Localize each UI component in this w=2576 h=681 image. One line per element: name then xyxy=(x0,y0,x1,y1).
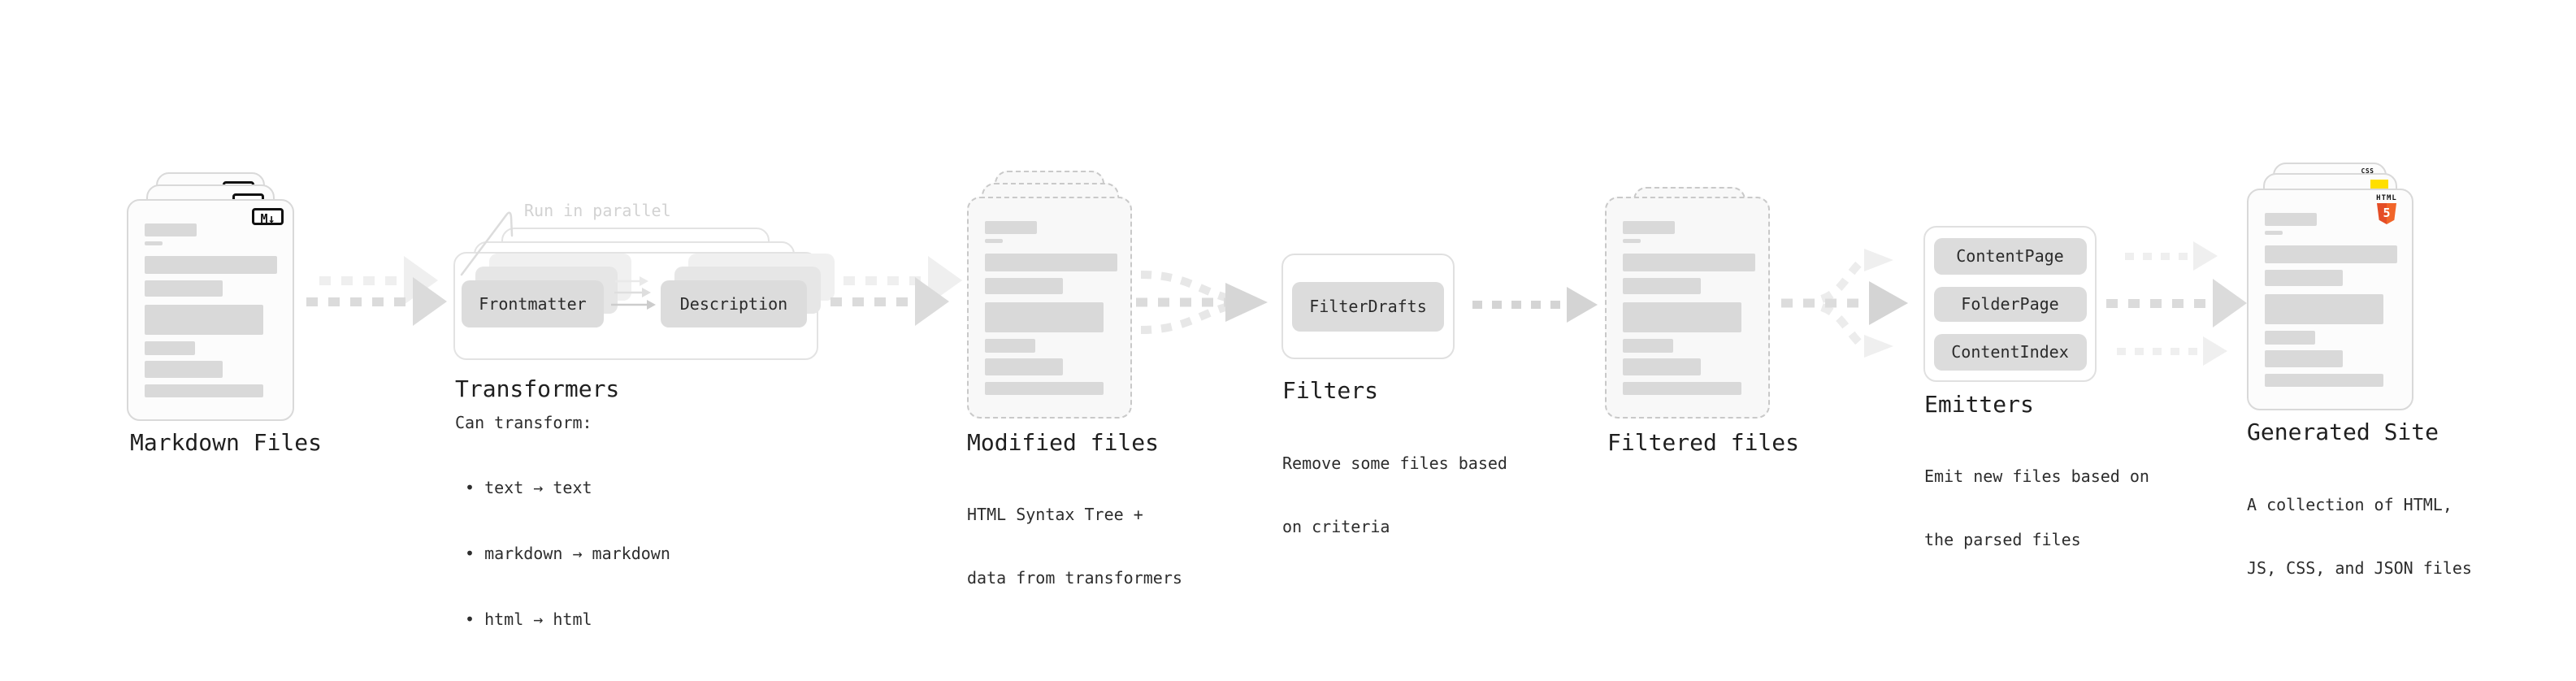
flow-arrow-filtered-to-emitters xyxy=(1781,249,1908,358)
file-card-front xyxy=(967,197,1132,419)
run-in-parallel-label: Run in parallel xyxy=(524,201,671,220)
flow-arrow-modified-to-filters xyxy=(1136,271,1268,334)
desc-line: on criteria xyxy=(1282,517,1390,536)
transformers-subtitle: Can transform: xyxy=(455,413,592,432)
stage-modified-files xyxy=(967,171,1134,419)
dashed-arrow-bottom xyxy=(2117,336,2227,366)
bullet-item: • html → html xyxy=(465,609,592,629)
js-icon xyxy=(2370,180,2388,190)
stage-title-markdown-files: Markdown Files xyxy=(130,429,323,456)
frontmatter-box: Frontmatter xyxy=(462,280,604,327)
desc-line: HTML Syntax Tree + xyxy=(967,505,1143,524)
file-card-front: HTML 5 xyxy=(2247,189,2413,410)
markdown-badge-icon: M↓ xyxy=(252,208,284,226)
folder-page-box: FolderPage xyxy=(1933,286,2087,322)
dashed-arrow-top xyxy=(2125,241,2218,271)
filter-drafts-box: FilterDrafts xyxy=(1292,281,1444,332)
stage-title-modified-files: Modified files xyxy=(967,429,1160,456)
html5-wordmark: HTML xyxy=(2376,194,2397,202)
description-box: Description xyxy=(661,280,807,327)
file-card-front: M↓ xyxy=(127,199,294,421)
stage-generated-site: CSS HTML 5 xyxy=(2247,163,2414,410)
filters-desc: Remove some files based on criteria xyxy=(1282,410,1507,558)
placeholder-text-lines xyxy=(1623,221,1755,395)
placeholder-text-lines xyxy=(145,223,277,397)
dashed-arrow-middle xyxy=(2106,279,2247,327)
css-wordmark: CSS xyxy=(2361,167,2374,175)
parallel-stream-arrow xyxy=(614,288,651,297)
stage-filtered-files xyxy=(1605,187,1772,419)
stage-title-filtered-files: Filtered files xyxy=(1607,429,1800,456)
transformers-bullets: • text → text • markdown → markdown • ht… xyxy=(465,433,670,653)
desc-line: Remove some files based xyxy=(1282,453,1507,473)
leader-line xyxy=(460,211,514,276)
desc-line: Emit new files based on xyxy=(1924,466,2149,486)
desc-line: A collection of HTML, xyxy=(2247,495,2452,514)
stage-title-generated-site: Generated Site xyxy=(2247,419,2439,445)
parallel-stream-arrow xyxy=(615,276,648,286)
parallel-stream-arrow xyxy=(611,300,656,310)
modified-files-desc: HTML Syntax Tree + data from transformer… xyxy=(967,462,1182,609)
content-page-box: ContentPage xyxy=(1933,237,2087,275)
file-card-front xyxy=(1605,197,1770,419)
filters-panel: FilterDrafts xyxy=(1281,254,1455,359)
stage-title-transformers: Transformers xyxy=(455,375,620,402)
dashed-arrow xyxy=(830,277,949,326)
placeholder-text-lines xyxy=(2265,213,2397,387)
dashed-arrow xyxy=(306,277,447,326)
emitters-panel: ContentPage FolderPage ContentIndex xyxy=(1923,226,2097,382)
bullet-item: • markdown → markdown xyxy=(465,544,670,563)
generated-site-desc: A collection of HTML, JS, CSS, and JSON … xyxy=(2247,452,2472,600)
stage-markdown-files: M↓ M↓ M↓ xyxy=(127,172,297,421)
stage-title-filters: Filters xyxy=(1282,377,1379,404)
stage-title-emitters: Emitters xyxy=(1924,391,2034,418)
html5-icon: HTML 5 xyxy=(2368,194,2405,224)
desc-line: the parsed files xyxy=(1924,530,2081,549)
desc-line: JS, CSS, and JSON files xyxy=(2247,558,2472,578)
flow-arrow-filters-to-filtered xyxy=(1472,287,1598,323)
placeholder-text-lines xyxy=(985,221,1117,395)
desc-line: data from transformers xyxy=(967,568,1182,588)
bullet-item: • text → text xyxy=(465,478,592,497)
emitters-desc: Emit new files based on the parsed files xyxy=(1924,423,2149,571)
content-index-box: ContentIndex xyxy=(1933,333,2087,371)
